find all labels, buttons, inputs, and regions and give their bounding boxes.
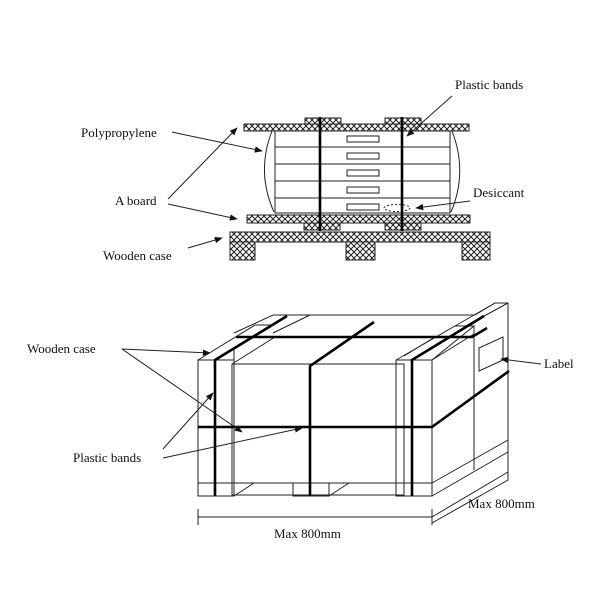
- label-plastic-bands-bottom: Plastic bands: [73, 450, 141, 465]
- crate-label-plate: [478, 336, 504, 372]
- label-wooden-case-top: Wooden case: [103, 248, 172, 263]
- arrow-wooden-case-top: [187, 236, 223, 249]
- board-stack: [274, 130, 451, 214]
- board-connector: [346, 135, 380, 143]
- arrow-desiccant: [415, 200, 471, 211]
- label-a-board: A board: [115, 193, 157, 208]
- bottom-diagram: Wooden case Plastic bands Label Max 800m…: [27, 302, 574, 541]
- crate-front-face: [231, 363, 405, 496]
- label-wooden-case-bottom: Wooden case: [27, 341, 96, 356]
- label-width-dimension: Max 800mm: [274, 526, 341, 541]
- dimension-width: [197, 509, 433, 525]
- polypropylene-wrap-left: [264, 130, 275, 213]
- arrow-wooden-case-1: [121, 348, 211, 356]
- label-plastic-bands-top: Plastic bands: [455, 77, 523, 92]
- label-label: Label: [544, 356, 574, 371]
- board-connector: [346, 186, 380, 194]
- arrow-label: [500, 356, 542, 365]
- board-connector: [346, 152, 380, 160]
- arrow-a-board-bottom: [167, 203, 238, 221]
- wooden-case-pallet: [229, 231, 491, 261]
- top-a-board: [243, 123, 470, 132]
- top-band-pad-left: [304, 117, 342, 125]
- polypropylene-wrap-right: [450, 130, 461, 213]
- label-depth-dimension: Max 800mm: [468, 496, 535, 511]
- arrow-plastic-bands-top: [406, 95, 453, 137]
- arrow-polypropylene: [171, 131, 263, 153]
- arrow-plastic-bands-1: [162, 392, 214, 450]
- label-desiccant: Desiccant: [473, 185, 525, 200]
- desiccant-pack: [383, 204, 411, 212]
- board-connector: [346, 203, 380, 211]
- arrow-a-board-top: [167, 127, 238, 200]
- top-diagram: Plastic bands Polypropylene A board Desi…: [81, 77, 525, 263]
- arrow-plastic-bands-2: [162, 426, 303, 459]
- label-polypropylene: Polypropylene: [81, 125, 157, 140]
- board-connector: [346, 169, 380, 177]
- bottom-a-board: [246, 214, 471, 224]
- arrow-wooden-case-2: [121, 348, 243, 433]
- dimension-depth: [431, 465, 509, 518]
- crate-plastic-bands: [198, 314, 510, 496]
- bottom-band-pad-left: [303, 222, 341, 231]
